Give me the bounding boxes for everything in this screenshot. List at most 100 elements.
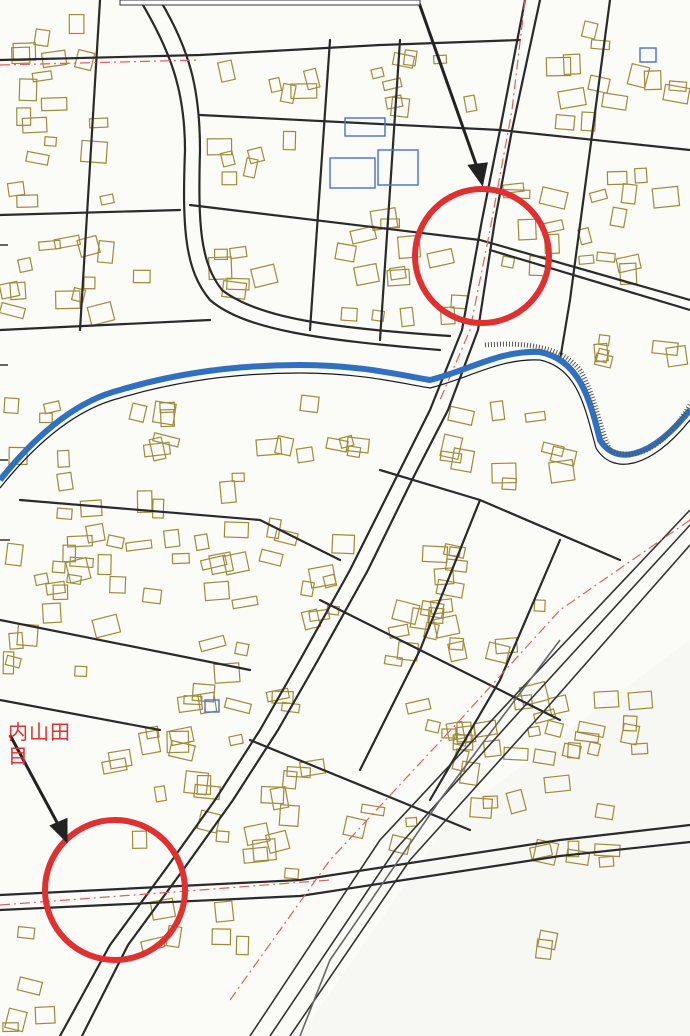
building-footprint [242, 156, 259, 179]
building-footprint [388, 834, 412, 856]
street-18 [428, 538, 562, 802]
lower-arrowhead [49, 817, 68, 844]
railway-track-3 [289, 544, 690, 1036]
building-footprint [383, 654, 404, 667]
building-footprint [51, 560, 67, 574]
building-footprint [433, 567, 455, 586]
building-footprint [269, 785, 290, 811]
building-footprint [144, 725, 160, 740]
street-7 [308, 38, 332, 332]
building-footprint [128, 402, 148, 423]
street-4 [488, 248, 690, 312]
building-footprint [216, 59, 236, 83]
building-footprint [226, 277, 250, 291]
building-footprint [601, 92, 629, 111]
building-footprint [37, 239, 62, 252]
building-footprint [16, 107, 32, 126]
building-footprint [278, 804, 300, 828]
building-footprint [159, 408, 176, 428]
building-footprint [593, 690, 620, 709]
river [0, 348, 690, 482]
building-footprint [447, 405, 476, 426]
building-footprint [17, 256, 34, 274]
building-footprint [159, 401, 176, 414]
building-footprint [586, 741, 602, 757]
building-footprint [389, 96, 411, 118]
building-footprint [108, 575, 127, 594]
building-footprint [662, 83, 690, 105]
building-footprint [580, 20, 599, 40]
river-layer [0, 341, 690, 489]
street-11 [18, 498, 342, 562]
building-footprint [566, 742, 581, 759]
building-footprint [265, 687, 291, 703]
building-footprint [463, 94, 478, 113]
street-12 [0, 618, 252, 672]
street-10 [78, 0, 102, 332]
building-footprint [290, 83, 318, 100]
building-footprint [56, 449, 71, 468]
building-footprint [503, 746, 529, 762]
building-footprint [183, 695, 203, 706]
building-footprint [141, 587, 163, 605]
street-5 [0, 208, 182, 217]
building-footprint [65, 573, 83, 586]
building-footprint [598, 855, 615, 868]
building-footprint [222, 551, 250, 576]
building-footprint [219, 150, 236, 168]
building-footprint [213, 248, 228, 261]
building-footprint [432, 614, 461, 639]
building-footprint [500, 255, 516, 269]
building-footprint [349, 225, 378, 245]
building-footprint [62, 544, 77, 563]
building-footprint [250, 263, 279, 289]
building-footprint [33, 28, 51, 48]
building-footprint [627, 690, 654, 711]
building-footprint [16, 925, 36, 940]
place-label-line1: 内山田 [8, 722, 71, 744]
building-footprint [597, 333, 611, 347]
building-footprint [85, 522, 106, 544]
building-footprint [331, 533, 356, 555]
building-footprint [588, 188, 609, 204]
building-footprint [8, 446, 28, 466]
building-footprint [381, 77, 403, 92]
building-footprint [206, 138, 233, 156]
building-footprint [148, 436, 167, 462]
building-footprint [513, 694, 534, 711]
building-footprint [665, 344, 689, 368]
building-footprint [426, 247, 455, 269]
building-footprint [544, 719, 565, 739]
building-footprint [286, 766, 312, 779]
building-footprint [233, 641, 250, 657]
building-footprint [281, 770, 298, 790]
building-footprint [4, 542, 24, 567]
boundary-layer [0, 0, 690, 1001]
building-footprint [424, 718, 442, 734]
building-footprint [56, 471, 74, 492]
building-footprint [391, 51, 416, 69]
building-footprint [274, 435, 295, 457]
building-footprint [70, 286, 87, 304]
railway-track-2 [269, 524, 690, 1036]
building-footprint [352, 262, 380, 287]
building-footprint [386, 268, 411, 287]
street-9 [558, 0, 612, 362]
building-footprint [215, 830, 230, 843]
building-footprint [543, 774, 572, 794]
building-footprint [162, 528, 181, 549]
building-footprint [524, 410, 547, 423]
building-footprint [88, 117, 109, 129]
building-footprint [106, 534, 125, 550]
building-footprint [439, 450, 463, 464]
cross-road [0, 823, 690, 897]
building-footprint [595, 347, 610, 364]
building-footprint [622, 715, 638, 732]
building-footprint [218, 480, 237, 505]
building-footprint [228, 733, 244, 747]
building-footprint [199, 554, 228, 571]
building-footprint [538, 186, 569, 210]
building-footprint [16, 976, 44, 996]
boundary-line-2 [0, 59, 201, 66]
